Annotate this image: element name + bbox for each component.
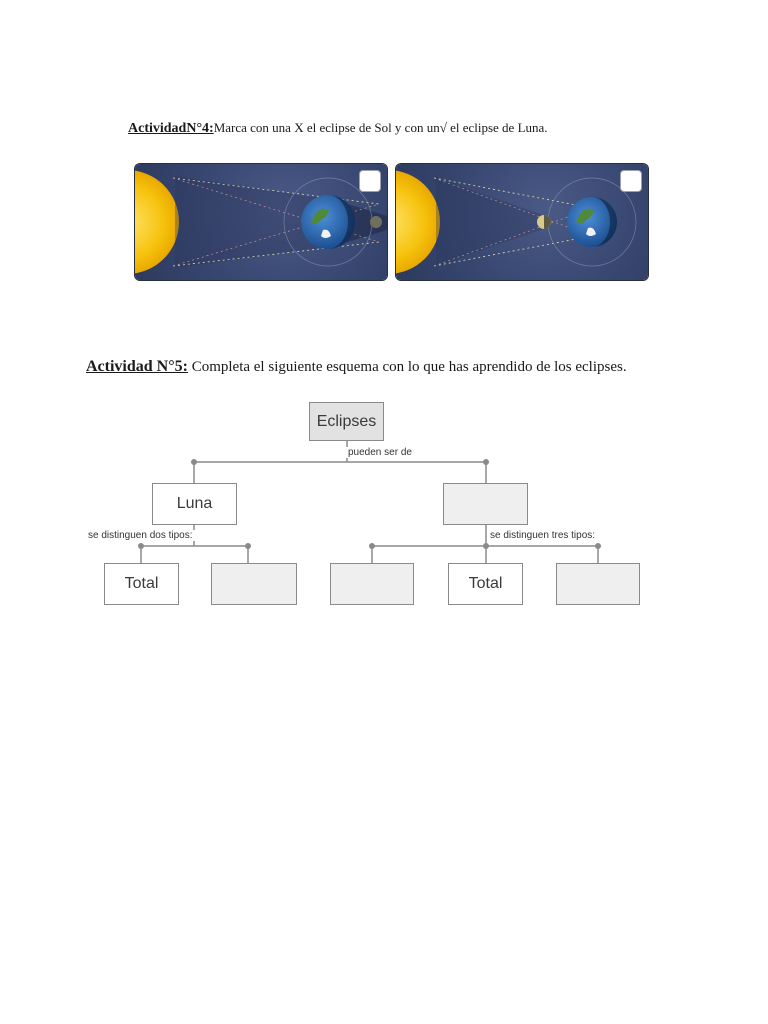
sun-icon	[135, 170, 179, 274]
activity-5-instruction: Completa el siguiente esquema con lo que…	[191, 359, 627, 375]
eclipse-illustration-2	[396, 170, 637, 274]
right-connector-label: se distinguen tres tipos:	[488, 530, 598, 541]
lunar-type-blank-box[interactable]	[211, 563, 297, 605]
earth-icon	[567, 197, 617, 247]
solar-lunar-checkbox-2[interactable]	[620, 170, 642, 192]
activity-4-title: ActividadN°4:	[128, 121, 214, 136]
activity-4-instruction: Marca con una X el eclipse de Sol y con …	[213, 120, 548, 135]
solar-type-blank-box-2[interactable]	[556, 563, 640, 605]
activity-5-heading: Actividad N°5: Completa el siguiente esq…	[86, 358, 627, 376]
eclipse-image-2	[396, 164, 648, 280]
solar-branch-blank-box[interactable]	[443, 483, 528, 525]
moon-icon	[370, 216, 382, 228]
lunar-total-box: Total	[104, 563, 179, 605]
activity-4-heading: ActividadN°4:Marca con una X el eclipse …	[128, 120, 548, 137]
earth-icon	[301, 195, 355, 249]
solar-lunar-checkbox-1[interactable]	[359, 170, 381, 192]
activity-5-title: Actividad N°5:	[86, 358, 188, 375]
solar-type-blank-box-1[interactable]	[330, 563, 414, 605]
eclipse-image-1	[135, 164, 387, 280]
eclipse-illustration-1	[135, 170, 387, 274]
sun-icon	[396, 170, 440, 274]
root-connector-label: pueden ser de	[346, 447, 414, 458]
left-connector-label: se distinguen dos tipos:	[86, 530, 195, 541]
solar-total-box: Total	[448, 563, 523, 605]
root-box: Eclipses	[309, 402, 384, 441]
lunar-branch-box: Luna	[152, 483, 237, 525]
